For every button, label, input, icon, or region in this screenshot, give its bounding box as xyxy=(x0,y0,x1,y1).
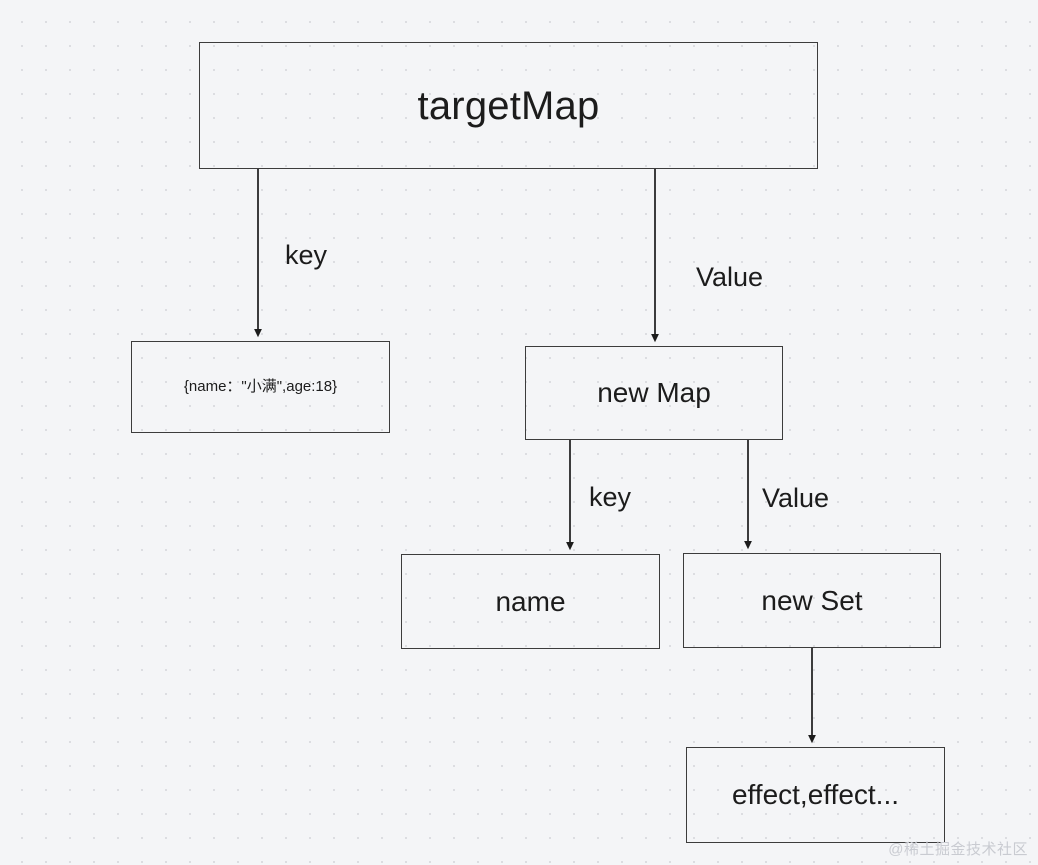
node-effect-list-label: effect,effect... xyxy=(731,779,900,811)
edge-label-value-top: Value xyxy=(696,262,764,292)
node-target-map[interactable]: targetMap xyxy=(199,42,818,169)
node-new-map[interactable]: new Map xyxy=(525,346,783,440)
node-reactive-object[interactable]: {name："小满",age:18} xyxy=(131,341,390,433)
watermark: @稀土掘金技术社区 xyxy=(888,841,1028,858)
edge-label-key-top: key xyxy=(285,240,328,270)
node-target-map-label: targetMap xyxy=(417,83,600,128)
node-effect-list[interactable]: effect,effect... xyxy=(686,747,945,843)
node-new-map-label: new Map xyxy=(597,377,711,409)
node-reactive-object-label: {name："小满",age:18} xyxy=(183,378,338,395)
node-name-key[interactable]: name xyxy=(401,554,660,649)
node-new-set-label: new Set xyxy=(761,584,863,616)
edge-label-value-mid: Value xyxy=(762,483,830,513)
node-new-set[interactable]: new Set xyxy=(683,553,941,648)
node-name-key-label: name xyxy=(495,585,566,617)
edge-label-key-mid: key xyxy=(589,482,632,512)
